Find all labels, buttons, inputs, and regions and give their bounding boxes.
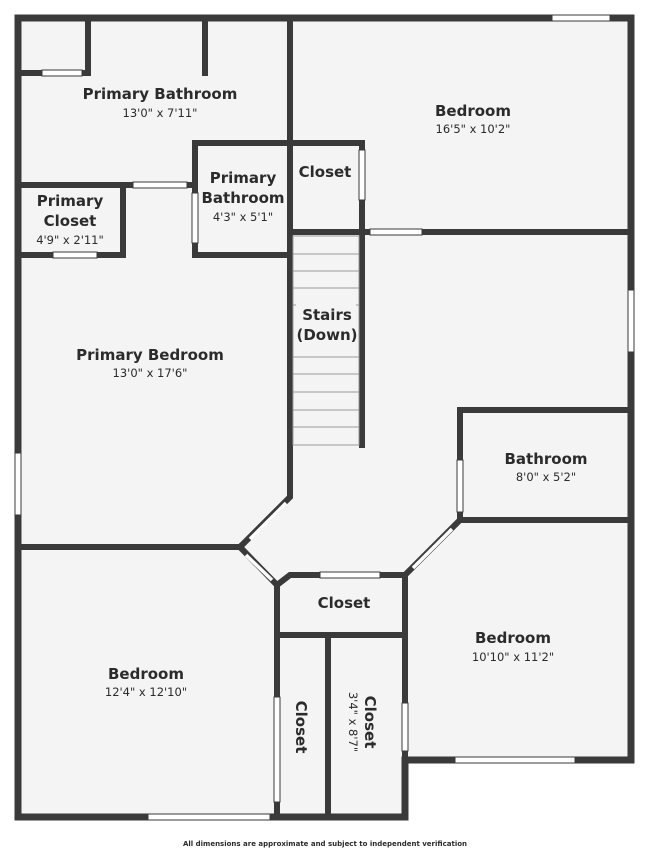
room-dims-primary-bathroom-small: 4'3" x 5'1" — [213, 210, 273, 224]
opening-primary-closet-top — [132, 181, 188, 189]
room-dims-closet-vertical-right: 3'4" x 8'7" — [346, 692, 360, 752]
opening-closet-left — [273, 696, 281, 803]
window-bottom-right — [454, 756, 576, 764]
room-dims-bedroom-top-right: 16'5" x 10'2" — [436, 122, 511, 136]
opening-small-bathroom — [191, 192, 199, 244]
opening-hall-closet — [319, 571, 381, 579]
window-bottom-left — [147, 813, 271, 821]
stairs-label-line1: Stairs — [302, 306, 352, 324]
room-name-bedroom-top-right: Bedroom — [435, 102, 511, 120]
window-right — [627, 289, 635, 353]
opening-bedroom-top-right — [369, 228, 423, 236]
opening-top-left — [41, 69, 83, 77]
opening-closet-right — [401, 702, 409, 752]
room-name-primary-bathroom-small-line2: Bathroom — [201, 189, 284, 207]
diagonal-openings — [244, 501, 454, 582]
room-dims-primary-bedroom: 13'0" x 17'6" — [113, 366, 188, 380]
room-name-primary-bathroom: Primary Bathroom — [83, 85, 238, 103]
opening-bathroom — [456, 459, 464, 513]
opening-top-closet — [358, 149, 366, 201]
room-name-closet-vertical-right: Closet — [361, 696, 379, 749]
window-left — [14, 452, 22, 516]
windows-and-openings — [14, 14, 635, 821]
room-name-closet-vertical-left: Closet — [292, 701, 310, 754]
room-name-closet-hall: Closet — [318, 594, 371, 612]
room-name-bathroom: Bathroom — [504, 450, 587, 468]
room-labels: Primary Bathroom 13'0" x 7'11" Bedroom 1… — [36, 85, 587, 753]
disclaimer-text: All dimensions are approximate and subje… — [183, 840, 467, 848]
stairs-label-bg — [296, 304, 356, 354]
room-name-bedroom-bottom-right: Bedroom — [475, 629, 551, 647]
stairs-label-line2: (Down) — [296, 326, 357, 344]
room-dims-primary-bathroom: 13'0" x 7'11" — [123, 106, 198, 120]
opening-primary-closet-bottom — [52, 251, 98, 259]
room-name-closet-top: Closet — [299, 163, 352, 181]
room-name-primary-bedroom: Primary Bedroom — [76, 346, 224, 364]
room-name-primary-bathroom-small-line1: Primary — [210, 169, 277, 187]
room-name-bedroom-bottom-left: Bedroom — [108, 665, 184, 683]
window-top-right — [551, 14, 611, 22]
room-dims-bedroom-bottom-left: 12'4" x 12'10" — [105, 685, 187, 699]
room-dims-bedroom-bottom-right: 10'10" x 11'2" — [472, 650, 554, 664]
room-dims-bathroom: 8'0" x 5'2" — [516, 470, 576, 484]
room-name-primary-closet-line2: Closet — [44, 212, 97, 230]
room-name-primary-closet-line1: Primary — [37, 192, 104, 210]
room-dims-primary-closet: 4'9" x 2'11" — [36, 233, 104, 247]
